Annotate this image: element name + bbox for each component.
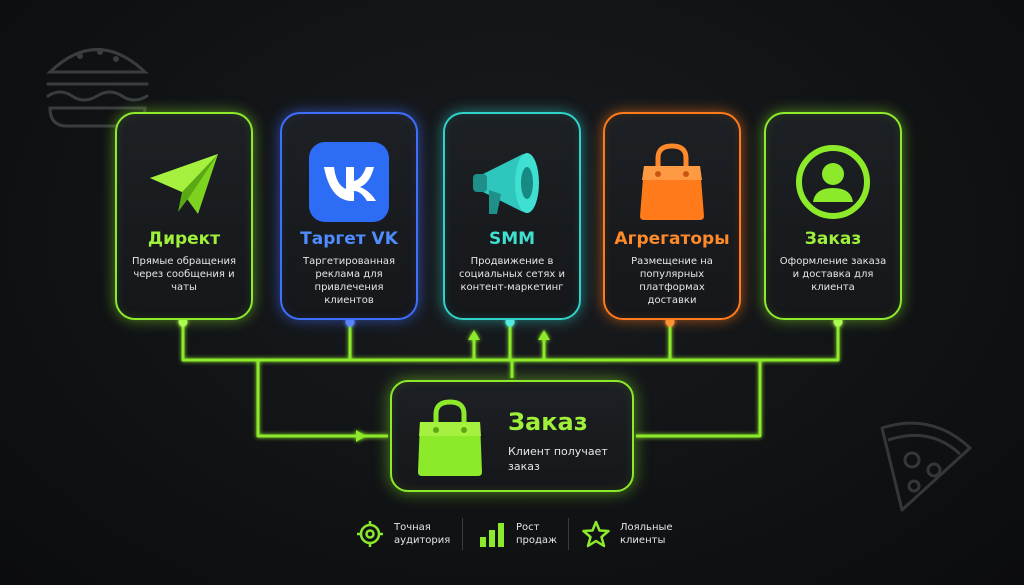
card-direct: Директ Прямые обращения через сообщения … (115, 112, 253, 320)
pizza-icon (880, 421, 972, 512)
card-aggregators: Агрегаторы Размещение на популярных плат… (603, 112, 741, 320)
order-desc: Клиент получает заказ (508, 445, 608, 473)
order-title: Заказ (508, 408, 588, 436)
legend-label: Лояльные клиенты (620, 522, 673, 546)
legend-label: Рост продаж (516, 522, 558, 546)
card-title: Заказ (804, 229, 862, 249)
order-result-box: Заказ Клиент получает заказ (390, 380, 634, 492)
megaphone-icon (473, 153, 539, 214)
vk-logo-icon (309, 142, 389, 222)
card-desc: Таргетированная реклама для привлечения … (302, 256, 396, 306)
legend-item-loyalty: Лояльные клиенты (582, 516, 680, 552)
shopping-bag-icon (418, 399, 482, 476)
card-order: Заказ Оформление заказа и доставка для к… (764, 112, 902, 320)
card-vk: Таргет VK Таргетированная реклама для пр… (280, 112, 418, 320)
legend-divider (568, 518, 569, 550)
card-title: Директ (147, 229, 221, 249)
shopping-bag-icon (640, 143, 704, 220)
user-icon (796, 145, 870, 219)
legend-item-audience: Точная аудитория (356, 516, 458, 552)
card-title: Таргет VK (300, 229, 398, 249)
legend-item-sales: Рост продаж (478, 516, 564, 552)
star-icon (582, 520, 610, 548)
card-smm: SMM Продвижение в социальных сетях и кон… (443, 112, 581, 320)
card-desc: Размещение на популярных платформах дост… (631, 256, 713, 306)
card-desc: Продвижение в социальных сетях и контент… (459, 256, 565, 293)
bar-chart-icon (480, 523, 504, 547)
paper-plane-icon (150, 154, 218, 214)
legend-divider (462, 518, 463, 550)
card-desc: Прямые обращения через сообщения и чаты (131, 256, 237, 293)
legend-label: Точная аудитория (394, 522, 451, 546)
card-title: Агрегаторы (614, 229, 730, 249)
card-title: SMM (488, 229, 536, 249)
target-icon (357, 521, 383, 547)
card-desc: Оформление заказа и доставка для клиента (779, 256, 887, 293)
